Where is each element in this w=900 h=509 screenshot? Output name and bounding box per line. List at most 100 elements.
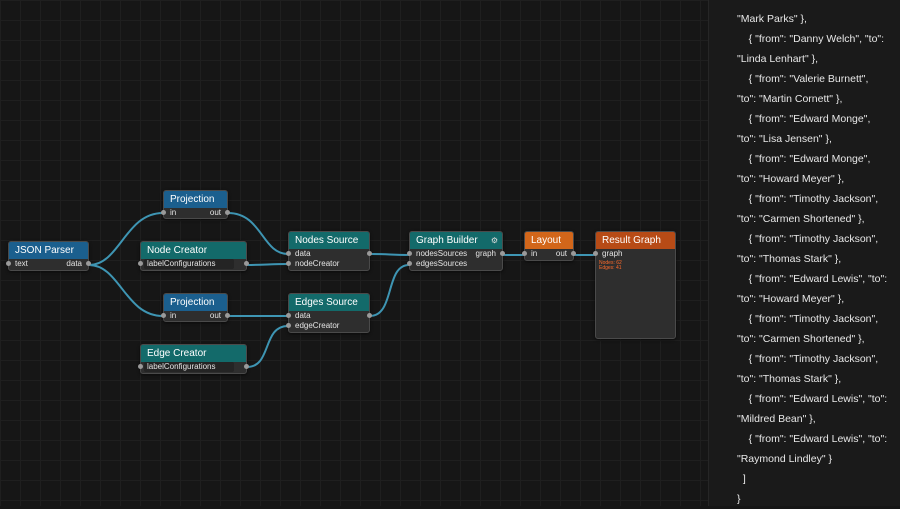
result-graph-ports: graph (593, 249, 675, 259)
graph-output-label: graph (475, 249, 496, 258)
label-configurations-field[interactable] (144, 259, 234, 269)
layout-node[interactable]: Layout in out (522, 231, 576, 261)
graph-builder-title: Graph Builder (416, 235, 478, 246)
json-source-line: { "from": "Timothy Jackson", (737, 193, 879, 205)
json-source-line: { "from": "Edward Lewis", "to": (737, 273, 888, 285)
data-output-port[interactable] (86, 261, 91, 266)
wire-nodes-source-to-graph-builder (369, 253, 410, 256)
out-output-port[interactable] (225, 313, 230, 318)
graph-builder-node[interactable]: Graph Builder ⚙ nodesSources graph edges… (407, 231, 505, 271)
json-parser-title: JSON Parser (9, 242, 88, 259)
result-graph-title: Result Graph (596, 232, 675, 249)
layout-ports: in out (522, 249, 576, 259)
nodes-count: Nodes: 62 (599, 260, 622, 266)
edge-creator-title: Edge Creator (141, 345, 246, 362)
json-source-panel[interactable]: "Mark Parks" }, { "from": "Danny Welch",… (708, 0, 900, 506)
graph-output-port[interactable] (500, 251, 505, 256)
nodes-source-title: Nodes Source (289, 232, 369, 249)
nodes-source-creator-port-row: nodeCreator (286, 259, 369, 269)
edge-creator-input-port[interactable] (286, 323, 291, 328)
json-parser-ports: text data (6, 259, 91, 269)
data-input-label: data (295, 249, 311, 258)
edge-creator-input-label: edgeCreator (295, 321, 340, 330)
json-source-line: "to": "Carmen Shortened" }, (737, 213, 865, 225)
edge-creator-ports: labelConfigurations (138, 362, 249, 372)
label-configurations-label: labelConfigurations (147, 362, 216, 371)
graph-builder-nodes-port-row: nodesSources graph (407, 249, 505, 259)
graph-builder-edges-port-row: edgesSources (407, 259, 502, 269)
in-input-port[interactable] (522, 251, 527, 256)
label-configurations-label: labelConfigurations (147, 259, 216, 268)
edges-sources-input-port[interactable] (407, 261, 412, 266)
edges-source-title: Edges Source (289, 294, 369, 311)
json-source-line: } (737, 493, 741, 505)
json-source-line: { "from": "Edward Lewis", "to": (737, 393, 888, 405)
json-source-line: "Mildred Bean" }, (737, 413, 816, 425)
gear-icon[interactable]: ⚙ (490, 236, 498, 245)
edges-source-output-port[interactable] (367, 313, 372, 318)
node-creator-title: Node Creator (141, 242, 246, 259)
projection-1-title: Projection (164, 191, 227, 208)
edges-source-creator-port-row: edgeCreator (286, 321, 369, 331)
json-source-line: "Mark Parks" }, (737, 13, 807, 25)
in-input-port[interactable] (161, 313, 166, 318)
node-creator-node[interactable]: Node Creator labelConfigurations (138, 241, 249, 271)
data-output-label: data (66, 259, 82, 268)
wire-edge-creator-to-edges-source (246, 325, 289, 368)
json-source-line: "to": "Carmen Shortened" }, (737, 333, 865, 345)
edges-source-node[interactable]: Edges Source data edgeCreator (286, 293, 372, 333)
edges-count: Edges: 41 (599, 265, 622, 271)
out-label: out (555, 249, 567, 258)
node-creator-output-port[interactable] (244, 261, 249, 266)
json-source-line: "Raymond Lindley" } (737, 453, 833, 465)
in-label: in (531, 249, 538, 258)
projection-2-title: Projection (164, 294, 227, 311)
projection-node-1[interactable]: Projection in out (161, 190, 230, 219)
in-label: in (170, 311, 177, 320)
label-configurations-port[interactable] (138, 261, 143, 266)
graph-canvas[interactable]: JSON Parser text data Projection in out … (0, 0, 708, 506)
nodes-source-output-port[interactable] (367, 251, 372, 256)
label-configurations-field[interactable] (144, 362, 234, 372)
projection-node-2[interactable]: Projection in out (161, 293, 230, 322)
text-input-label: text (15, 259, 28, 268)
graph-stats: Nodes: 62 Edges: 41 (599, 261, 622, 271)
label-configurations-port[interactable] (138, 364, 143, 369)
graph-builder-title-bar: Graph Builder ⚙ (410, 232, 502, 249)
data-input-port[interactable] (286, 313, 291, 318)
json-source-line: { "from": "Valerie Burnett", (737, 73, 869, 85)
out-label: out (209, 208, 221, 217)
json-source-line: "to": "Thomas Stark" }, (737, 373, 842, 385)
wire-edges-source-to-graph-builder (369, 264, 410, 317)
wires-layer (88, 212, 595, 368)
in-input-port[interactable] (161, 210, 166, 215)
data-input-port[interactable] (286, 251, 291, 256)
text-input-port[interactable] (6, 261, 11, 266)
nodes-sources-input-port[interactable] (407, 251, 412, 256)
graph-input-port[interactable] (593, 251, 598, 256)
out-output-port[interactable] (571, 251, 576, 256)
json-parser-node[interactable]: JSON Parser text data (6, 241, 91, 271)
in-label: in (170, 208, 177, 217)
json-source-line: "Linda Lenhart" }, (737, 53, 819, 65)
edges-sources-label: edgesSources (416, 259, 468, 268)
wire-node-creator-to-nodes-source (246, 263, 289, 266)
nodes-source-node[interactable]: Nodes Source data nodeCreator (286, 231, 372, 271)
nodes-sources-label: nodesSources (416, 249, 468, 258)
json-source-line: "to": "Lisa Jensen" }, (737, 133, 832, 145)
edge-creator-node[interactable]: Edge Creator labelConfigurations (138, 344, 249, 374)
json-source-line: { "from": "Timothy Jackson", (737, 313, 879, 325)
json-source-line: { "from": "Timothy Jackson", (737, 233, 879, 245)
json-source-line: "to": "Martin Cornett" }, (737, 93, 843, 105)
projection-1-ports: in out (161, 208, 230, 218)
graph-input-label: graph (602, 249, 623, 258)
out-output-port[interactable] (225, 210, 230, 215)
wire-projection1-to-nodes-source (227, 212, 289, 255)
edge-creator-output-port[interactable] (244, 364, 249, 369)
wire-parser-to-projection1 (88, 212, 164, 266)
node-creator-input-port[interactable] (286, 261, 291, 266)
data-input-label: data (295, 311, 311, 320)
projection-2-ports: in out (161, 311, 230, 321)
node-creator-ports: labelConfigurations (138, 259, 249, 269)
result-graph-node[interactable]: Result Graph graph Nodes: 62 Edges: 41 (593, 231, 676, 339)
